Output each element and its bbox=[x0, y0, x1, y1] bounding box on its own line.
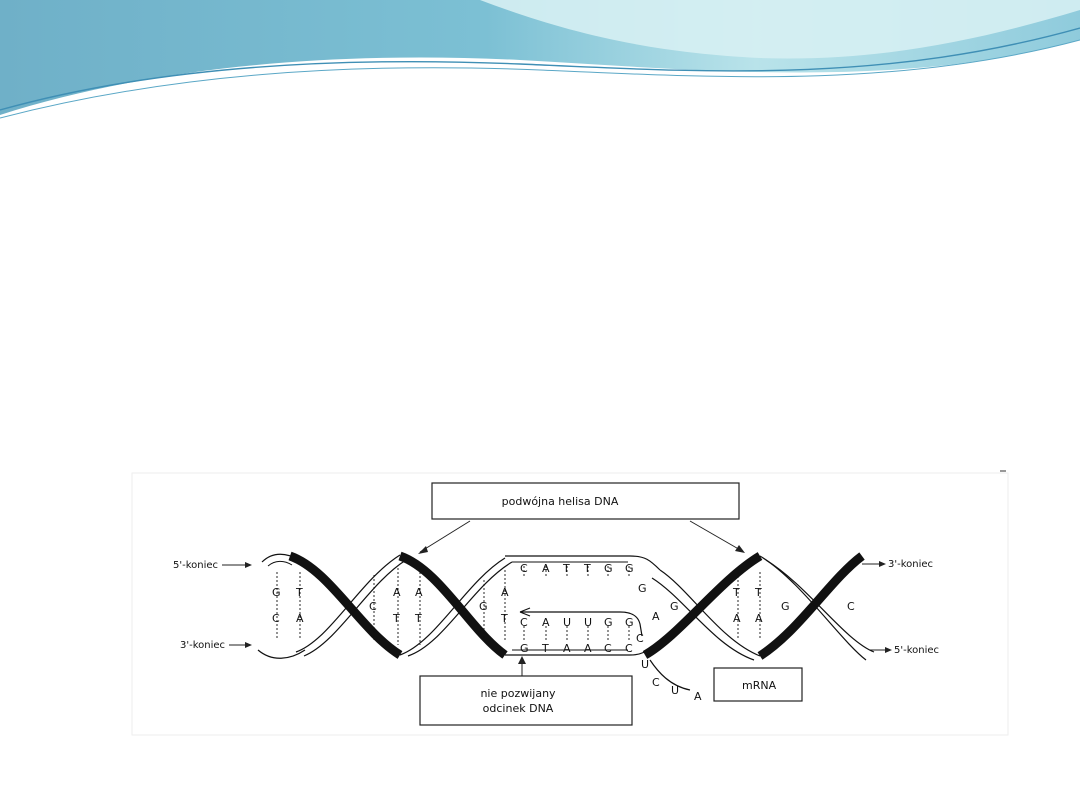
base: U bbox=[563, 616, 571, 629]
base: T bbox=[392, 612, 400, 625]
base: G bbox=[272, 586, 281, 599]
base: U bbox=[671, 684, 679, 697]
base: C bbox=[625, 642, 633, 655]
base: C bbox=[520, 616, 528, 629]
label-box-double-helix: podwójna helisa DNA bbox=[431, 482, 740, 520]
base: A bbox=[563, 642, 571, 655]
base: G bbox=[625, 562, 634, 575]
label-box-mrna: mRNA bbox=[713, 667, 803, 702]
base: G bbox=[625, 616, 634, 629]
base: A bbox=[415, 586, 423, 599]
base: G bbox=[670, 600, 679, 613]
base: A bbox=[652, 610, 660, 623]
base: U bbox=[641, 658, 649, 671]
base: A bbox=[584, 642, 592, 655]
base-pair-rungs bbox=[276, 566, 761, 645]
base: A bbox=[755, 612, 763, 625]
base: G bbox=[638, 582, 647, 595]
arrow-to-right-helix bbox=[689, 520, 745, 553]
base: C bbox=[604, 642, 612, 655]
base: T bbox=[500, 612, 508, 625]
base: G bbox=[479, 600, 488, 613]
label-box-unwound-dna: nie pozwijany odcinek DNA bbox=[419, 675, 633, 726]
base: G bbox=[604, 616, 613, 629]
base: G bbox=[781, 600, 790, 613]
label-mrna: mRNA bbox=[742, 679, 777, 692]
base: A bbox=[542, 616, 550, 629]
base: T bbox=[295, 586, 303, 599]
base: A bbox=[296, 612, 304, 625]
label-3-end-right: 3'-koniec bbox=[888, 559, 933, 570]
base: C bbox=[520, 562, 528, 575]
base: A bbox=[733, 612, 741, 625]
base: C bbox=[847, 600, 855, 613]
label-5-end-left: 5'-koniec bbox=[173, 560, 218, 571]
dna-helix bbox=[257, 551, 875, 691]
base: C bbox=[272, 612, 280, 625]
base: A bbox=[542, 562, 550, 575]
base: C bbox=[369, 600, 377, 613]
label-3-end-left: 3'-koniec bbox=[180, 640, 225, 651]
label-unwound-line2: odcinek DNA bbox=[483, 702, 554, 715]
label-5-end-right: 5'-koniec bbox=[894, 645, 939, 656]
base: T bbox=[414, 612, 422, 625]
base: A bbox=[393, 586, 401, 599]
base: T bbox=[732, 586, 740, 599]
base: T bbox=[583, 562, 591, 575]
label-double-helix: podwójna helisa DNA bbox=[502, 495, 619, 508]
base: C bbox=[652, 676, 660, 689]
arrow-to-left-helix bbox=[418, 520, 471, 554]
base: G bbox=[604, 562, 613, 575]
header-wave bbox=[0, 0, 1080, 119]
base: U bbox=[584, 616, 592, 629]
base: T bbox=[541, 642, 549, 655]
base: A bbox=[501, 586, 509, 599]
base: C bbox=[636, 632, 644, 645]
base: A bbox=[694, 690, 702, 703]
base: G bbox=[520, 642, 529, 655]
label-unwound-line1: nie pozwijany bbox=[480, 687, 556, 700]
nucleotides: G T C A C A A T T G A T C A T T G G C A … bbox=[272, 562, 855, 703]
base: T bbox=[754, 586, 762, 599]
arrow-to-unwound bbox=[518, 656, 526, 676]
base: T bbox=[562, 562, 570, 575]
